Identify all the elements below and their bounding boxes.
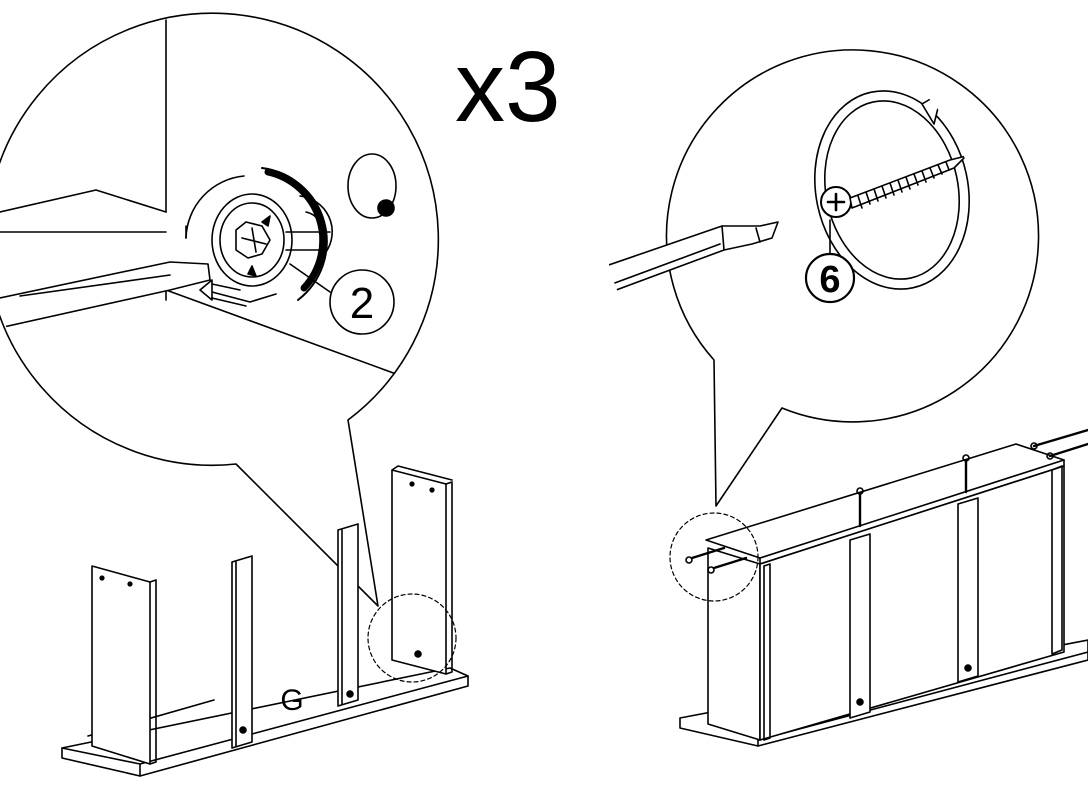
back-panel <box>759 465 1065 741</box>
panel-edge-top <box>0 189 167 213</box>
screw-top-1 <box>856 487 864 528</box>
dowel-hole <box>347 153 397 219</box>
divider-1 <box>849 533 871 719</box>
detail-marker-circle <box>367 593 457 683</box>
right-zoom-callout: 6 <box>604 49 1040 507</box>
callout-number-6: 6 <box>819 259 840 301</box>
side-panel <box>707 547 761 741</box>
callout-circle-2 <box>329 269 395 335</box>
screw-side-right <box>1030 428 1088 460</box>
screw-top-2 <box>962 454 970 494</box>
callout-circle-6 <box>804 252 856 304</box>
base-panel-g: G <box>61 667 469 777</box>
panel-edge-bottom <box>165 289 440 391</box>
left-cabinet-assembly: G <box>61 465 469 777</box>
part-label-g: G <box>280 684 303 717</box>
left-zoom-callout: 2 <box>0 12 440 607</box>
left-end-panel <box>91 565 157 765</box>
screw-side-left <box>685 546 748 574</box>
cam-lock-icon <box>185 167 333 301</box>
divider-2 <box>957 497 979 683</box>
screwdriver-phillips-icon <box>604 221 779 297</box>
rotate-arrow-icon <box>199 279 277 307</box>
detail-marker-circle <box>669 512 759 602</box>
right-cabinet-assembly <box>669 428 1088 747</box>
callout-number-2: 2 <box>350 279 374 328</box>
screwdriver-flat-icon <box>0 261 211 331</box>
wood-screw-icon <box>820 155 967 218</box>
upright-divider-1 <box>231 555 253 749</box>
right-end-panel <box>391 465 453 675</box>
upright-divider-2 <box>337 523 359 707</box>
repeat-count-label: x3 <box>455 31 561 143</box>
